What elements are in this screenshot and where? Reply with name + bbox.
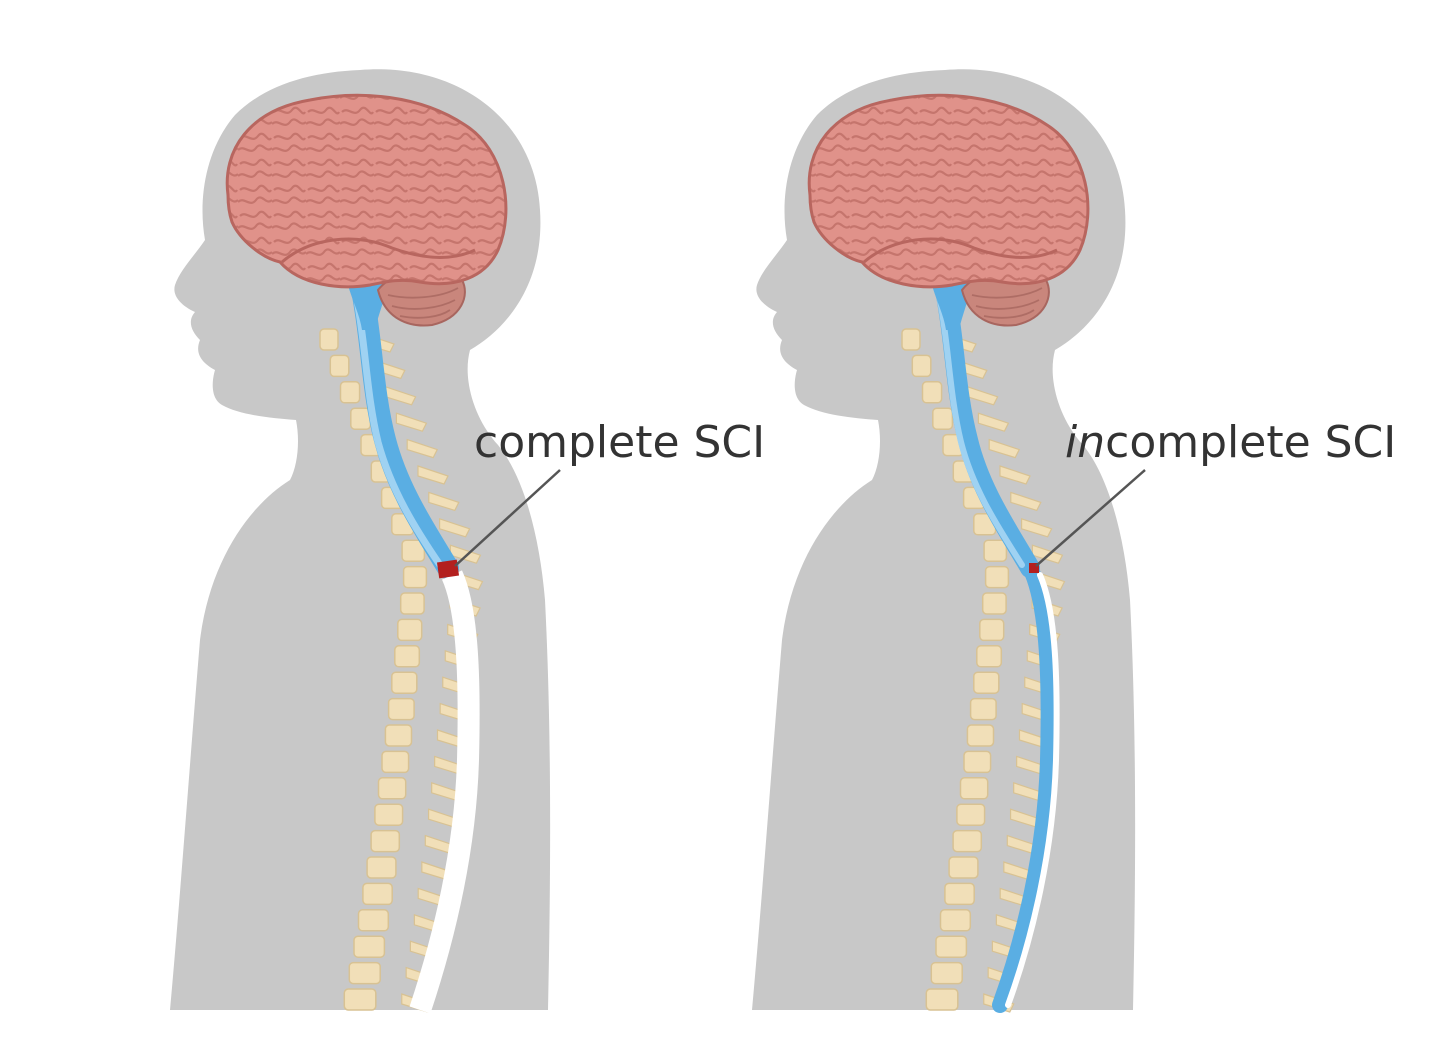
- vertebra-body: [939, 909, 972, 932]
- vertebra-body: [329, 354, 350, 378]
- left-leader-line: [454, 469, 561, 567]
- vertebra-body: [339, 381, 361, 404]
- vertebra-body: [983, 539, 1008, 562]
- vertebra-body: [901, 328, 921, 351]
- vertebra-body: [381, 750, 410, 774]
- vertebra-body: [343, 988, 377, 1011]
- vertebra-body: [925, 988, 959, 1011]
- vertebra-body: [921, 381, 943, 404]
- vertebra-body: [944, 882, 975, 906]
- vertebra-body: [981, 592, 1007, 615]
- left-figure: complete SCI: [170, 69, 765, 1014]
- vertebra-body: [969, 697, 997, 721]
- vertebra-body: [384, 724, 413, 747]
- vertebra-body: [366, 856, 397, 879]
- right-spinal-cord-upper: [935, 280, 1040, 578]
- right-spinal-cord-highlight: [936, 292, 1025, 568]
- vertebra-body: [984, 565, 1010, 589]
- right-label-prefix: in: [1065, 417, 1105, 468]
- vertebra-process: [428, 491, 460, 512]
- vertebra-process: [988, 438, 1021, 459]
- vertebra-process: [417, 465, 449, 485]
- vertebra-process: [1021, 517, 1053, 538]
- vertebra-body: [397, 618, 423, 642]
- vertebra-body: [401, 539, 426, 562]
- left-injury-marker: [436, 559, 460, 579]
- vertebra-process: [999, 465, 1031, 485]
- right-figure: incomplete SCI: [752, 69, 1396, 1013]
- vertebra-body: [979, 618, 1005, 642]
- vertebra-body: [932, 407, 954, 430]
- vertebra-body: [948, 856, 979, 879]
- vertebra-process: [977, 412, 1010, 432]
- vertebra-body: [391, 671, 418, 694]
- vertebra-body: [963, 750, 992, 774]
- left-label: complete SCI: [474, 417, 765, 468]
- vertebra-process: [1010, 491, 1042, 512]
- left-spinal-cord-highlight: [352, 291, 444, 569]
- left-label-text: complete SCI: [474, 417, 765, 468]
- vertebra-process: [395, 412, 428, 432]
- right-injury-marker: [1029, 563, 1039, 573]
- vertebra-body: [377, 777, 407, 800]
- vertebra-body: [402, 565, 428, 589]
- vertebra-body: [319, 328, 339, 351]
- vertebra-body: [930, 961, 963, 985]
- vertebra-body: [350, 407, 372, 430]
- vertebra-body: [956, 803, 986, 826]
- vertebra-body: [370, 829, 401, 853]
- vertebra-process: [439, 517, 471, 538]
- right-spinal-cord-lower-partial: [1005, 572, 1060, 1008]
- vertebra-body: [399, 592, 425, 615]
- right-label-text: complete SCI: [1105, 417, 1396, 468]
- vertebra-body: [935, 935, 968, 958]
- vertebra-process: [406, 438, 439, 459]
- vertebra-body: [966, 724, 995, 747]
- vertebra-body: [348, 961, 381, 985]
- vertebra-body: [353, 935, 386, 958]
- vertebra-body: [973, 671, 1000, 694]
- vertebra-body: [362, 882, 393, 906]
- right-label: incomplete SCI: [1065, 417, 1396, 468]
- vertebra-body: [911, 354, 932, 378]
- right-leader-line: [1035, 469, 1146, 567]
- vertebra-body: [374, 803, 404, 826]
- vertebra-body: [959, 777, 989, 800]
- vertebra-body: [952, 829, 983, 853]
- left-spinal-cord-intact: [351, 279, 459, 579]
- vertebra-body: [357, 909, 390, 932]
- left-spinal-cord-severed: [409, 570, 480, 1014]
- vertebra-body: [394, 645, 421, 668]
- right-spinal-cord-lower: [992, 564, 1057, 1013]
- vertebra-body: [976, 645, 1003, 668]
- vertebra-body: [387, 697, 415, 721]
